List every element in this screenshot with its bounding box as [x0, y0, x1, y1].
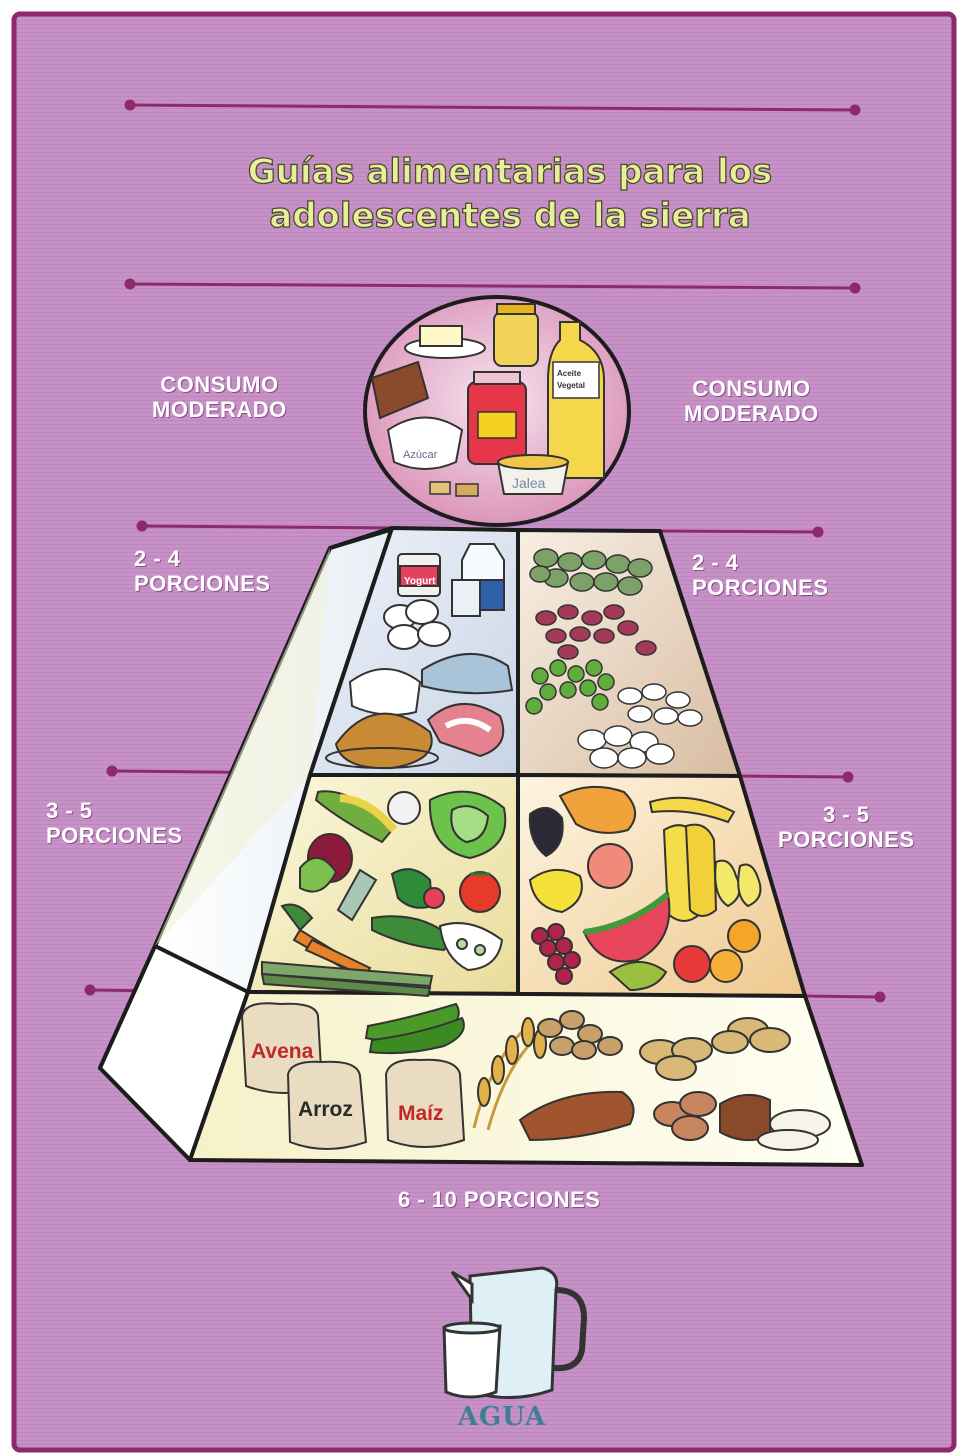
poster-title: Guías alimentarias para los adolescentes…: [180, 150, 840, 238]
label-tier2-right: 2 - 4 PORCIONES: [692, 550, 829, 600]
water-label: AGUA: [442, 1402, 562, 1432]
yogurt-label: Yogurt: [404, 576, 436, 587]
label-tier2-left: 2 - 4 PORCIONES: [134, 546, 271, 596]
arroz-label: Arroz: [298, 1098, 353, 1122]
jalea-label: Jalea: [512, 475, 546, 491]
title-line-1: Guías alimentarias para los: [180, 150, 840, 194]
label-base: 6 - 10 PORCIONES: [398, 1187, 600, 1212]
label-tier3-left: 3 - 5 PORCIONES: [46, 798, 183, 848]
oil-label: Aceite: [557, 369, 582, 378]
label-moderate-right: CONSUMO MODERADO: [684, 376, 819, 426]
sugar-label: Azúcar: [403, 449, 438, 461]
moderate-consumption-circle: Azúcar Aceite Vegetal Jalea: [365, 297, 629, 525]
avena-label: Avena: [251, 1040, 313, 1064]
label-tier3-right: 3 - 5 PORCIONES: [778, 802, 915, 852]
svg-text:Vegetal: Vegetal: [557, 381, 585, 390]
maiz-label: Maíz: [398, 1102, 444, 1126]
label-moderate-left: CONSUMO MODERADO: [152, 372, 287, 422]
title-line-2: adolescentes de la sierra: [180, 194, 840, 238]
